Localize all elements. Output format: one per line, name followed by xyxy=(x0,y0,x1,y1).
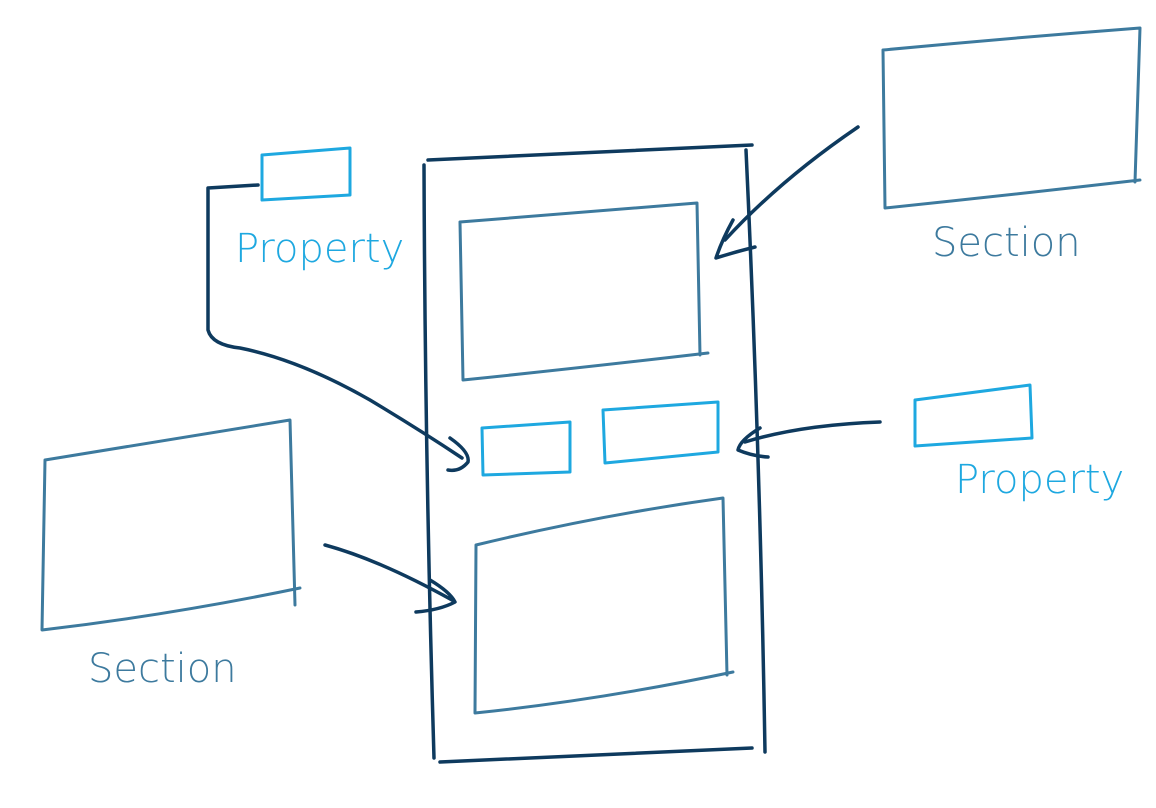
property-label-right: Property xyxy=(955,457,1124,503)
property-box-top-left xyxy=(260,146,352,202)
property-box-right xyxy=(913,383,1034,448)
frame-property-box-right xyxy=(601,400,720,465)
section-label-left: Section xyxy=(88,646,237,692)
frame-bottom-section-box xyxy=(473,496,735,715)
arrow-property-right-to-frame xyxy=(736,420,882,459)
frame-top-section-box xyxy=(458,201,710,382)
section-label-top-right: Section xyxy=(932,220,1081,266)
arrow-section-left-to-frame xyxy=(323,543,457,614)
arrow-section-top-right-to-frame xyxy=(714,125,860,260)
section-box-top-right xyxy=(881,26,1142,210)
section-box-left xyxy=(40,418,302,632)
property-label-top-left: Property xyxy=(235,226,404,272)
arrow-property-top-left-to-frame xyxy=(206,183,470,473)
frame-property-box-left xyxy=(480,420,572,477)
main-frame xyxy=(422,143,767,764)
